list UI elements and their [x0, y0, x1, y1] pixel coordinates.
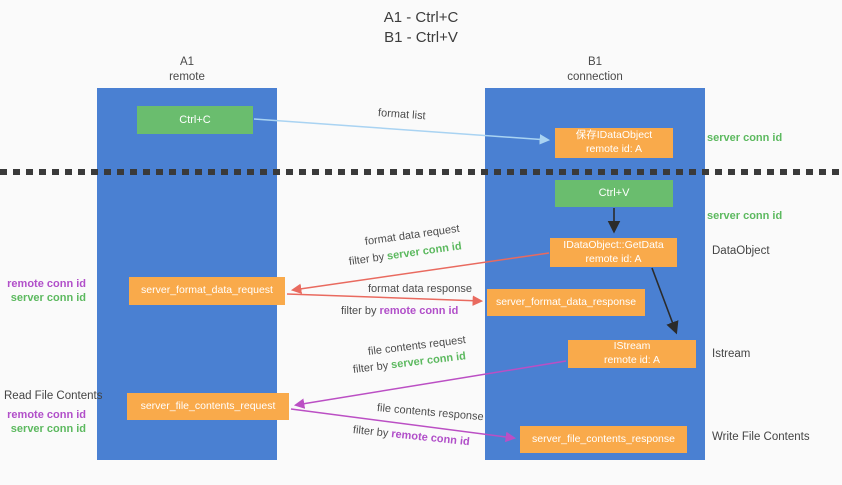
filter-by-text: filter by — [352, 359, 389, 376]
arrow-format-data-response — [286, 293, 484, 306]
node-ctrl-v: Ctrl+V — [555, 180, 673, 207]
node-ctrl-v-label: Ctrl+V — [598, 187, 630, 200]
lane-b1-subtitle: connection — [567, 70, 623, 83]
lane-header-a1: A1 remote — [97, 55, 277, 85]
filter-by-text: filter by — [352, 424, 389, 440]
label-format-data-response: format data response — [368, 283, 472, 295]
label-format-list: format list — [377, 107, 426, 123]
filter-by-text: filter by — [348, 251, 385, 268]
node-file-response-label: server_file_contents_response — [531, 432, 675, 445]
filter-by-text: filter by — [341, 305, 377, 317]
node-ctrl-c: Ctrl+C — [137, 106, 253, 134]
annotation-remote-conn-id-file: remote conn id — [7, 409, 86, 421]
node-ctrl-c-label: Ctrl+C — [179, 113, 211, 126]
node-idataobject-getdata: IDataObject::GetData remote id: A — [550, 238, 677, 267]
annotation-istream: Istream — [712, 348, 751, 360]
node-save-idataobject-line1: 保存IDataObject — [575, 129, 653, 142]
session-divider-dotted-line — [0, 169, 842, 175]
node-server-file-contents-request: server_file_contents_request — [127, 393, 289, 420]
lane-a1-name: A1 — [179, 56, 195, 68]
node-format-response-label: server_format_data_response — [495, 295, 637, 308]
title-line-2: B1 - Ctrl+V — [384, 29, 458, 47]
title-line-1: A1 - Ctrl+C — [383, 9, 459, 26]
node-server-file-contents-response: server_file_contents_response — [520, 426, 687, 453]
annotation-server-conn-id-format: server conn id — [10, 292, 86, 304]
remote-conn-id-key: remote conn id — [390, 428, 471, 449]
annotation-dataobject: DataObject — [712, 245, 770, 257]
node-istream-line1: IStream — [613, 340, 651, 353]
lane-b1-name: B1 — [587, 56, 603, 68]
node-getdata-line2: remote id: A — [585, 252, 642, 265]
annotation-write-file-contents: Write File Contents — [712, 431, 810, 443]
annotation-remote-conn-id-format: remote conn id — [7, 278, 86, 290]
node-save-idataobject: 保存IDataObject remote id: A — [555, 128, 673, 158]
node-server-format-data-response: server_format_data_response — [487, 289, 645, 316]
lane-header-b1: B1 connection — [485, 55, 705, 85]
node-istream: IStream remote id: A — [568, 340, 696, 368]
annotation-server-conn-id-ctrlv: server conn id — [707, 210, 783, 222]
annotation-server-conn-id-saved: server conn id — [707, 132, 783, 144]
lane-a1-subtitle: remote — [169, 70, 205, 83]
node-getdata-line1: IDataObject::GetData — [563, 238, 664, 251]
remote-conn-id-key: remote conn id — [379, 305, 459, 317]
node-save-idataobject-line2: remote id: A — [585, 143, 643, 155]
diagram-title: A1 - Ctrl+C B1 - Ctrl+V — [0, 8, 842, 49]
label-file-contents-response: file contents response — [376, 402, 485, 424]
node-format-request-label: server_format_data_request — [141, 284, 273, 297]
node-file-request-label: server_file_contents_request — [140, 399, 276, 412]
annotation-read-file-contents: Read File Contents — [4, 390, 103, 402]
node-server-format-data-request: server_format_data_request — [129, 277, 285, 305]
annotation-server-conn-id-file: server conn id — [10, 423, 86, 435]
node-istream-line2: remote id: A — [603, 354, 661, 366]
server-conn-id-key: server conn id — [386, 240, 463, 263]
